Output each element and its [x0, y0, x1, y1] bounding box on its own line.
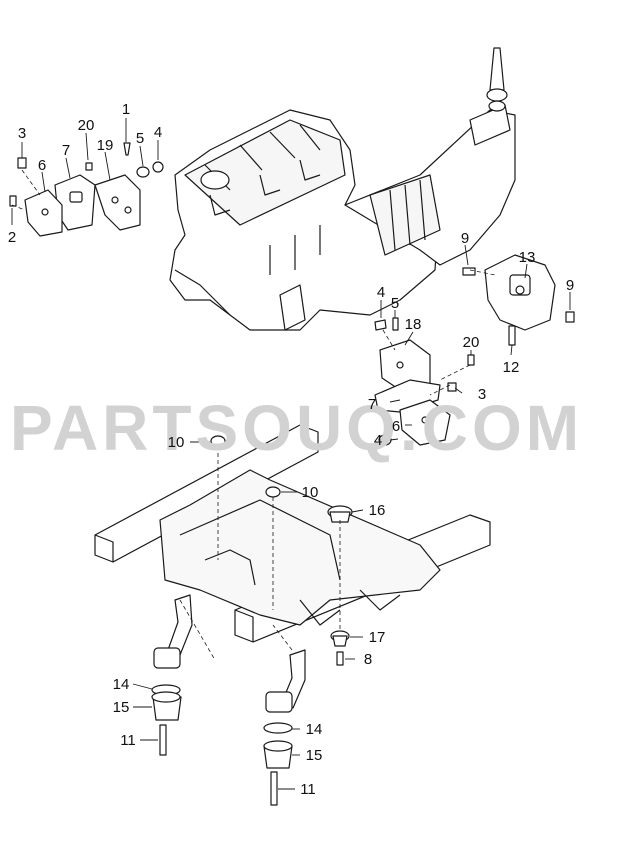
callout-label: 16: [369, 502, 386, 519]
callout-label: 15: [113, 699, 130, 716]
right-mount-bracket: [378, 354, 475, 446]
callout-labels: 3 6 7 20 1 5 4 19 2 9 13 9 12 4 5 18 20 …: [8, 101, 574, 798]
callout-label: 4: [377, 284, 385, 301]
callout-label: 1: [122, 101, 130, 118]
callout-label: 8: [364, 651, 372, 668]
callout-label: 6: [392, 418, 400, 435]
engine-block: [169, 109, 441, 331]
shift-lever: [486, 47, 508, 112]
left-engine-bracket: [94, 174, 141, 231]
callout-label: 4: [374, 432, 382, 449]
callout-label: 12: [503, 359, 520, 376]
callout-label: 13: [519, 249, 536, 266]
callout-label: 9: [461, 230, 469, 247]
callout-label: 3: [18, 125, 26, 142]
chassis-frame: [94, 424, 491, 643]
callout-label: 3: [478, 386, 486, 403]
left-mount-insulator: [54, 174, 96, 231]
callout-label: 2: [8, 229, 16, 246]
callout-label: 10: [168, 434, 185, 451]
callout-label: 20: [78, 117, 95, 134]
leader-lines: [11, 118, 571, 790]
alignment-lines: [11, 169, 496, 661]
callout-label: 17: [369, 629, 386, 646]
callout-label: 10: [302, 484, 319, 501]
callout-label: 7: [368, 396, 376, 413]
callout-label: 9: [566, 277, 574, 294]
center-body-mount: [263, 649, 306, 806]
callout-label: 19: [97, 137, 114, 154]
callout-label: 11: [300, 781, 316, 798]
left-mount-bracket: [24, 189, 63, 237]
callout-label: 14: [113, 676, 130, 693]
right-body-mount: [327, 505, 353, 666]
callout-label: 18: [405, 316, 422, 333]
left-body-mount: [151, 594, 193, 756]
callout-label: 5: [391, 295, 399, 312]
callout-label: 20: [463, 334, 480, 351]
transmission: [344, 104, 516, 266]
callout-label: 15: [306, 747, 323, 764]
callout-label: 11: [120, 732, 136, 749]
watermark: PARTSOUQ.COM: [10, 392, 583, 464]
right-engine-bracket: [374, 317, 431, 391]
rear-transmission-mount: [462, 254, 575, 346]
left-small-hardware: [9, 142, 164, 207]
callout-label: 14: [306, 721, 323, 738]
callout-label: 5: [136, 130, 144, 147]
callout-label: 4: [154, 124, 162, 141]
callout-label: 7: [62, 142, 70, 159]
callout-label: 6: [38, 157, 46, 174]
